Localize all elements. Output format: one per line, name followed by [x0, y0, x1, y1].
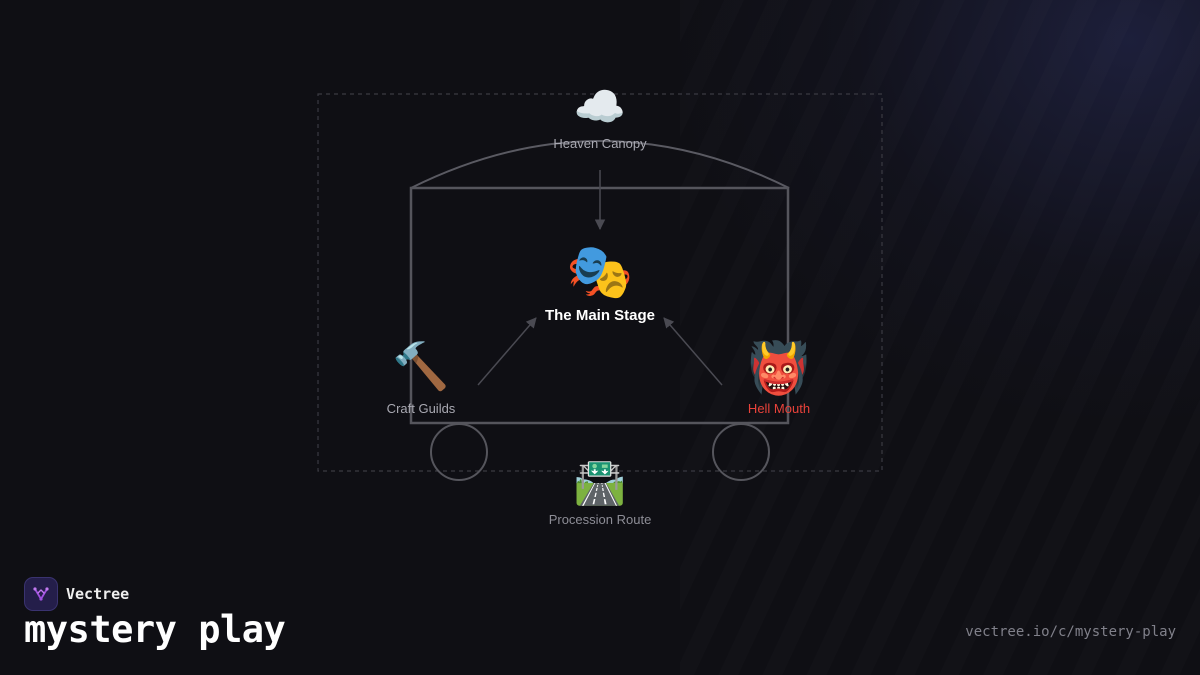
performing-arts-masks-icon: 🎭: [566, 240, 634, 303]
node-label-main-stage: The Main Stage: [544, 307, 656, 324]
wagon-wheel-left: [430, 423, 488, 481]
page-title: mystery play: [24, 608, 286, 651]
node-hell-mouth[interactable]: 👹 Hell Mouth: [748, 343, 810, 416]
connector-hell-to-stage: [663, 317, 723, 386]
brand[interactable]: Vectree: [24, 577, 129, 611]
node-label-procession-route: Procession Route: [548, 512, 652, 527]
hammer-icon: 🔨: [392, 339, 450, 393]
outer-dashed-boundary: [317, 93, 883, 472]
node-label-hell-mouth: Hell Mouth: [747, 401, 811, 416]
node-craft-guilds[interactable]: 🔨 Craft Guilds: [387, 343, 456, 416]
ogre-demon-icon: 👹: [747, 339, 811, 397]
motorway-icon: 🛣️: [573, 458, 627, 507]
brand-name: Vectree: [66, 585, 130, 603]
node-heaven-canopy[interactable]: ☁️ Heaven Canopy: [553, 82, 647, 152]
canopy-arc: [410, 140, 790, 189]
node-label-heaven-canopy: Heaven Canopy: [553, 136, 647, 151]
page-url-link[interactable]: vectree.io/c/mystery-play: [965, 624, 1176, 640]
wagon-wheel-right: [712, 423, 770, 481]
cloud-icon: ☁️: [573, 82, 627, 131]
vectree-logo-icon: [24, 577, 58, 611]
connector-guilds-to-stage: [477, 317, 537, 386]
node-main-stage[interactable]: 🎭 The Main Stage: [544, 240, 656, 325]
node-procession-route[interactable]: 🛣️ Procession Route: [548, 458, 652, 528]
node-label-craft-guilds: Craft Guilds: [386, 401, 456, 416]
